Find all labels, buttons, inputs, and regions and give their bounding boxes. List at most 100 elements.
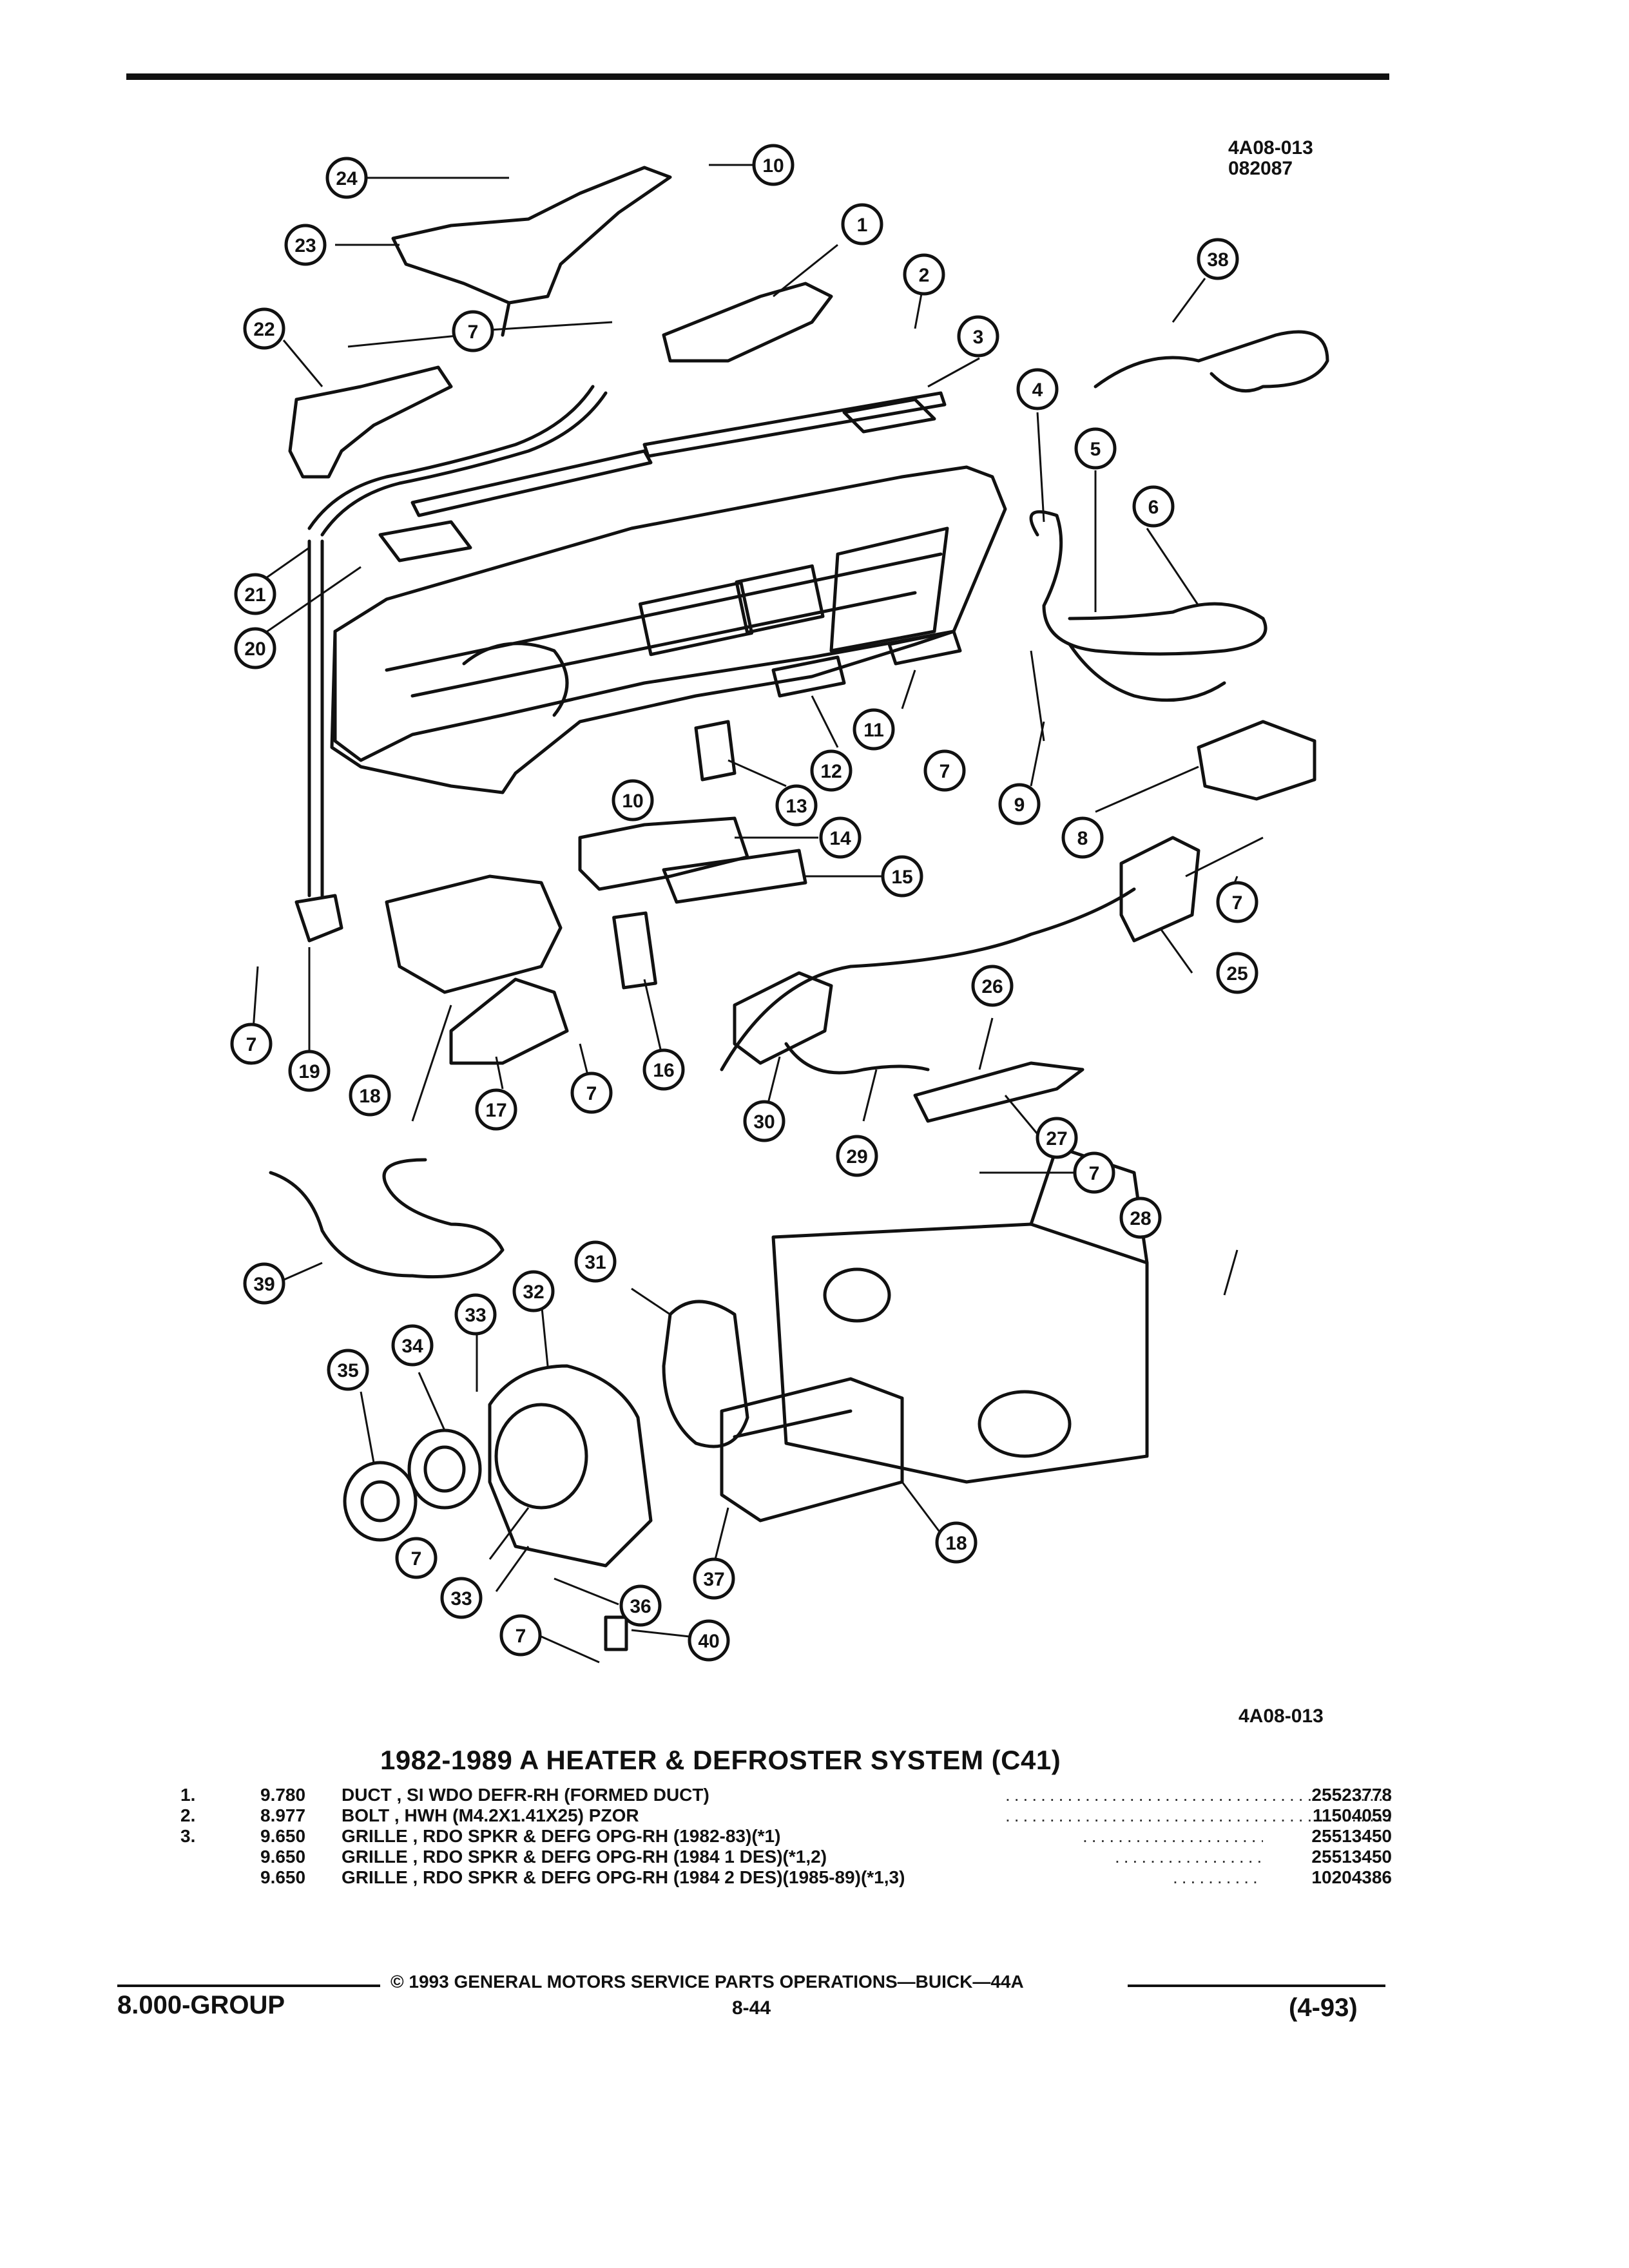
callout-32: 32 <box>512 1270 555 1312</box>
switch-panel <box>887 629 962 666</box>
callout-31: 31 <box>574 1240 617 1283</box>
svg-text:7: 7 <box>1089 1163 1100 1184</box>
svg-text:3: 3 <box>973 327 984 348</box>
svg-text:24: 24 <box>336 168 358 189</box>
figure-code: 4A08-013 <box>1228 137 1313 159</box>
svg-text:27: 27 <box>1046 1128 1067 1149</box>
callout-16: 16 <box>642 1048 685 1091</box>
svg-text:25: 25 <box>1226 963 1248 985</box>
svg-text:5: 5 <box>1090 439 1101 460</box>
callout-18a: 18 <box>349 1074 391 1117</box>
svg-text:7: 7 <box>586 1083 597 1104</box>
part-number: 25513450 <box>1311 1826 1392 1846</box>
part-number: 10204386 <box>1311 1867 1392 1887</box>
svg-text:28: 28 <box>1130 1208 1151 1229</box>
svg-text:4: 4 <box>1032 380 1043 401</box>
svg-text:35: 35 <box>337 1360 358 1381</box>
top-rule <box>126 73 1389 80</box>
callout-30: 30 <box>743 1100 786 1142</box>
svg-text:22: 22 <box>253 319 275 340</box>
svg-text:2: 2 <box>919 265 930 286</box>
callout-20: 20 <box>234 627 276 669</box>
svg-text:40: 40 <box>698 1631 719 1652</box>
item-description: GRILLE , RDO SPKR & DEFG OPG-RH (1982-83… <box>342 1826 781 1846</box>
callout-1: 1 <box>841 203 883 245</box>
figure-code-bottom: 4A08-013 <box>1239 1706 1324 1727</box>
svg-text:19: 19 <box>298 1061 320 1082</box>
control-lever <box>913 1061 1084 1123</box>
svg-text:18: 18 <box>359 1086 380 1107</box>
parts-row: 1. 9.780 DUCT , SI WDO DEFR-RH (FORMED D… <box>174 1785 1398 1805</box>
svg-text:8: 8 <box>1077 828 1088 849</box>
callout-2: 2 <box>903 253 945 296</box>
callout-7c: 7 <box>1216 881 1258 923</box>
svg-text:7: 7 <box>516 1626 526 1647</box>
callout-7h: 7 <box>499 1614 542 1657</box>
part-number: 11504059 <box>1312 1805 1392 1825</box>
item-number: 3. <box>180 1826 196 1846</box>
item-level: 9.650 <box>260 1847 306 1867</box>
blower-wheel <box>407 1428 482 1510</box>
callout-27: 27 <box>1036 1117 1078 1159</box>
svg-text:18: 18 <box>945 1533 967 1554</box>
item-level: 8.977 <box>260 1805 306 1825</box>
footer-group: 8.000-GROUP <box>117 1991 285 2019</box>
callout-39: 39 <box>243 1262 285 1305</box>
svg-text:7: 7 <box>246 1034 257 1055</box>
footer-page-number: 8-44 <box>732 1997 771 2019</box>
svg-text:37: 37 <box>703 1569 724 1590</box>
item-number: 2. <box>180 1805 196 1825</box>
callout-38: 38 <box>1197 238 1239 280</box>
callout-25: 25 <box>1216 952 1258 994</box>
control-cable <box>720 887 1136 1072</box>
center-duct <box>578 816 749 891</box>
fitting <box>294 894 343 943</box>
svg-text:32: 32 <box>523 1282 544 1303</box>
center-outlet <box>694 720 737 782</box>
callout-24: 24 <box>325 157 368 199</box>
svg-text:15: 15 <box>891 867 912 888</box>
item-level: 9.650 <box>260 1867 306 1887</box>
callout-6: 6 <box>1132 485 1175 528</box>
parts-row: 2. 8.977 BOLT , HWH (M4.2X1.41X25) PZOR … <box>174 1805 1398 1826</box>
section-title: 1982-1989 A HEATER & DEFROSTER SYSTEM (C… <box>380 1745 1061 1775</box>
callout-7d: 7 <box>230 1023 273 1065</box>
callout-7e: 7 <box>570 1072 613 1114</box>
defroster-duct-upper <box>391 166 672 305</box>
footer-rule-left <box>117 1984 380 1987</box>
parts-row: 3. 9.650 GRILLE , RDO SPKR & DEFG OPG-RH… <box>174 1826 1398 1847</box>
svg-text:6: 6 <box>1148 497 1159 518</box>
item-description: DUCT , SI WDO DEFR-RH (FORMED DUCT) <box>342 1785 709 1805</box>
callout-21: 21 <box>234 573 276 615</box>
defroster-grille-left <box>410 449 653 517</box>
parts-list: 1. 9.780 DUCT , SI WDO DEFR-RH (FORMED D… <box>174 1785 1398 1888</box>
svg-text:7: 7 <box>1232 892 1243 914</box>
svg-text:14: 14 <box>829 828 851 849</box>
speaker-grille-left <box>378 520 472 562</box>
leader-dots: ........................................… <box>1005 1785 1392 1805</box>
parts-row: 9.650 GRILLE , RDO SPKR & DEFG OPG-RH (1… <box>174 1847 1398 1867</box>
parts-row: 9.650 GRILLE , RDO SPKR & DEFG OPG-RH (1… <box>174 1867 1398 1888</box>
figure-code-top: 4A08-013 082087 <box>1228 138 1313 179</box>
item-description: GRILLE , RDO SPKR & DEFG OPG-RH (1984 2 … <box>342 1867 905 1887</box>
leader-dots: ........................................… <box>1115 1847 1263 1867</box>
lower-duct <box>662 849 807 904</box>
wire-harness-side <box>1029 510 1268 656</box>
callout-7b: 7 <box>923 749 966 792</box>
part-number: 25513450 <box>1311 1847 1392 1867</box>
svg-text:13: 13 <box>786 796 807 817</box>
svg-text:7: 7 <box>411 1548 422 1570</box>
callout-34: 34 <box>391 1324 434 1367</box>
footer-date: (4-93) <box>1289 1994 1358 2022</box>
callout-17: 17 <box>475 1088 517 1131</box>
callout-15: 15 <box>881 855 923 898</box>
center-grille <box>771 655 846 698</box>
speaker-grille-right <box>842 398 936 434</box>
svg-text:10: 10 <box>762 155 784 177</box>
callout-18b: 18 <box>935 1521 978 1564</box>
svg-text:29: 29 <box>846 1146 867 1168</box>
svg-text:26: 26 <box>981 976 1003 997</box>
bracket <box>449 977 569 1065</box>
svg-text:12: 12 <box>820 761 842 782</box>
callout-8: 8 <box>1061 816 1104 859</box>
